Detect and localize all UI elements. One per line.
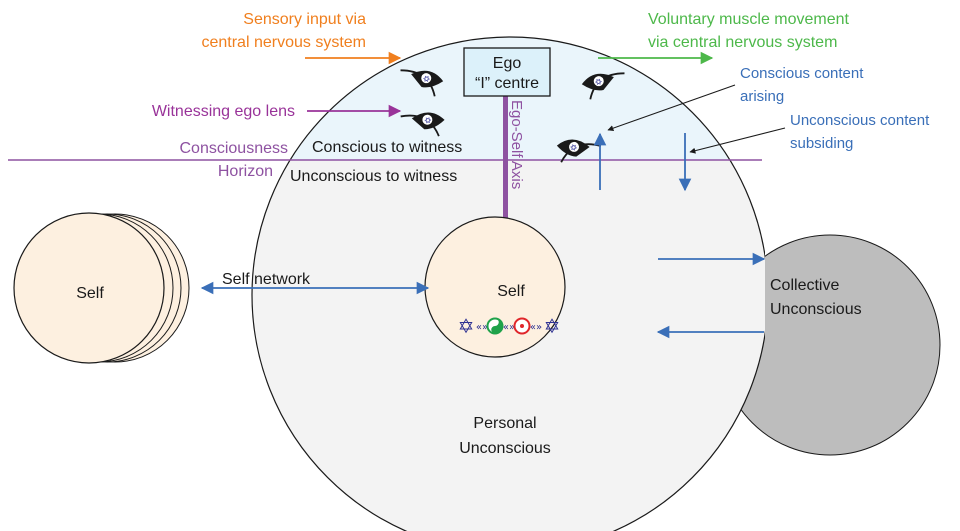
ego-self-axis-label: Ego-Self Axis [508, 100, 525, 189]
star-of-david-icon: ✡ [458, 314, 475, 338]
sun-icon [513, 317, 531, 335]
horizon-label: Horizon [218, 163, 273, 180]
symbol-connector: «» [476, 322, 488, 333]
svg-text:✡: ✡ [423, 115, 435, 128]
collective-unconscious-label-2: Unconscious [770, 301, 862, 318]
yin-yang-icon [486, 317, 504, 335]
symbol-connector: «» [530, 322, 542, 333]
conscious-arising-label: Conscious content [740, 65, 864, 82]
conscious-arising-pointer [607, 84, 736, 132]
collective-unconscious-label: Collective [770, 277, 839, 294]
svg-text:✡: ✡ [592, 77, 603, 89]
ego-box [463, 47, 551, 97]
eye-icon: ✡ [400, 112, 445, 137]
eye-icon: ✡ [581, 72, 625, 100]
witnessing-ego-lens-label: Witnessing ego lens [152, 103, 295, 120]
unconscious-subsiding-label-2: subsiding [790, 135, 853, 152]
ego-self-axis-bar [503, 94, 508, 220]
unconscious-subsiding-pointer [689, 127, 786, 154]
self-network-label: Self network [222, 271, 311, 288]
conscious-arising-label-2: arising [740, 88, 784, 105]
sensory-input-label: Sensory input via [243, 11, 366, 28]
personal-unconscious-label: Personal [473, 415, 536, 432]
self-stack [13, 212, 190, 364]
self-symbol-row: ✡ «» «» «» ✡ [458, 314, 561, 338]
personal-unconscious-label-2: Unconscious [459, 440, 551, 457]
self-center-label: Self [497, 283, 525, 300]
ego-centre-label: “I” centre [475, 75, 539, 92]
voluntary-movement-label-2: via central nervous system [648, 34, 837, 51]
self-left-label: Self [76, 285, 104, 302]
unconscious-to-witness-label: Unconscious to witness [290, 168, 457, 185]
conscious-to-witness-label: Conscious to witness [312, 139, 462, 156]
voluntary-movement-label: Voluntary muscle movement [648, 11, 850, 28]
star-of-david-icon: ✡ [544, 314, 561, 338]
ego-label: Ego [493, 55, 522, 72]
sensory-input-label-2: central nervous system [201, 34, 366, 51]
consciousness-label: Consciousness [180, 140, 289, 157]
svg-text:✡: ✡ [422, 74, 433, 86]
eye-icon: ✡ [400, 69, 444, 97]
unconscious-subsiding-label: Unconscious content [790, 112, 930, 129]
symbol-connector: «» [503, 322, 515, 333]
